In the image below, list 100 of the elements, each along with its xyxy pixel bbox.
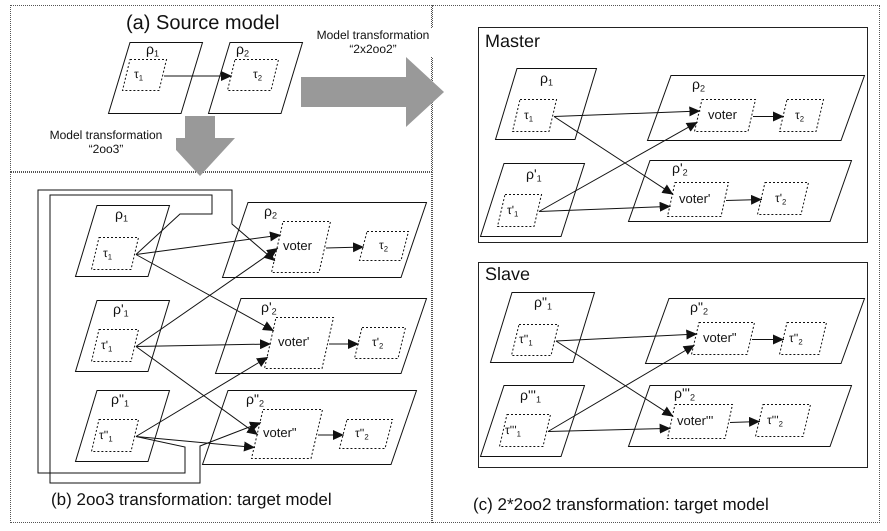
arrow: [538, 122, 698, 212]
node-label: voter": [703, 331, 737, 346]
task-parallelogram: [667, 182, 729, 217]
resource-parallelogram: [647, 75, 865, 141]
resource-parallelogram: [495, 68, 597, 140]
task-parallelogram: [122, 59, 167, 91]
node-label: ρ"$_{2}$: [246, 392, 264, 408]
resource-parallelogram: [645, 298, 865, 364]
task-parallelogram: [359, 231, 409, 261]
task-parallelogram: [251, 409, 323, 459]
node-label: τ''$_{2}$: [355, 427, 369, 440]
arrow: [556, 330, 698, 342]
node-label: ρ$_{2}$: [236, 42, 250, 58]
arrow: [538, 202, 672, 212]
resource-parallelogram: [108, 42, 203, 114]
node-label: ρ'$_{2}$: [261, 300, 277, 316]
node-label: τ'$_{1}$: [101, 339, 112, 352]
resource-parallelogram: [480, 163, 585, 237]
arrow: [752, 112, 784, 122]
node-label: ρ'$_{2}$: [672, 161, 688, 176]
resource-parallelogram: [628, 385, 852, 447]
arrow: [38, 190, 276, 474]
task-parallelogram: [511, 324, 559, 356]
task-parallelogram: [339, 419, 393, 449]
node-label: ρ$_{1}$: [146, 42, 160, 58]
task-parallelogram: [91, 329, 139, 362]
task-parallelogram: [667, 404, 733, 439]
task-parallelogram: [264, 317, 334, 369]
node-label: voter': [278, 335, 310, 350]
resource-parallelogram: [480, 385, 585, 457]
node-label: τ'''$_{1}$: [505, 424, 521, 438]
arrow: [326, 242, 364, 252]
task-parallelogram: [779, 99, 824, 132]
task-parallelogram: [691, 322, 755, 355]
group-frame: [478, 27, 868, 243]
node-label: ρ$_{1}$: [115, 207, 128, 222]
node-label: ρ"$_{2}$: [690, 300, 708, 316]
node-label: ρ$_{2}$: [264, 204, 278, 220]
node-label: (a) Source model: [126, 12, 280, 34]
node-label: τ$_{2}$: [379, 239, 388, 252]
arrow: [548, 424, 672, 434]
task-parallelogram: [512, 99, 557, 132]
task-parallelogram: [779, 322, 827, 355]
node-label: τ'''$_{2}$: [767, 414, 783, 428]
arrow: [554, 116, 674, 196]
task-parallelogram: [271, 221, 331, 273]
arrow: [726, 194, 762, 205]
task-parallelogram: [497, 194, 542, 227]
node-label: τ'$_{2}$: [372, 336, 384, 350]
node-label: ρ'$_{1}$: [113, 302, 129, 318]
node-label: ρ'''$_{2}$: [674, 386, 696, 402]
arrow: [136, 248, 278, 347]
transformation-arrow: [301, 57, 444, 127]
node-label: τ''$_{1}$: [99, 429, 113, 442]
arrow: [556, 340, 674, 418]
node-label: τ''$_{2}$: [789, 332, 803, 346]
arrow: [136, 436, 256, 452]
node-label: voter': [679, 192, 710, 206]
node-label: voter": [263, 426, 297, 440]
task-parallelogram: [91, 237, 139, 270]
arrow: [752, 334, 784, 344]
node-label: ρ$_{2}$: [692, 77, 706, 92]
task-parallelogram: [694, 99, 756, 132]
node-label: (b) 2oo3 transformation: target model: [51, 491, 332, 510]
arrow: [730, 416, 760, 427]
task-parallelogram: [227, 59, 279, 91]
node-label: (c) 2*2oo2 transformation: target model: [473, 496, 769, 515]
node-label: τ$_{1}$: [134, 68, 144, 82]
arrow: [554, 106, 701, 117]
arrow: [136, 232, 282, 255]
resource-parallelogram: [202, 390, 417, 465]
node-label: τ'$_{1}$: [507, 204, 518, 218]
resource-parallelogram: [628, 160, 852, 222]
task-parallelogram: [91, 419, 139, 452]
task-parallelogram: [755, 404, 811, 437]
node-label: τ$_{1}$: [103, 247, 112, 260]
node-label: τ''$_{1}$: [519, 333, 533, 346]
task-parallelogram: [757, 182, 809, 215]
arrow: [548, 344, 696, 432]
resource-parallelogram: [490, 292, 595, 363]
node-label: ρ"$_{1}$: [534, 295, 552, 310]
node-label: Slave: [485, 265, 530, 285]
node-label: τ$_{2}$: [795, 109, 804, 122]
resource-parallelogram: [75, 300, 170, 372]
arrow: [136, 356, 268, 437]
resource-parallelogram: [222, 202, 427, 278]
panel: [10, 172, 432, 523]
group-frame: [478, 262, 868, 468]
resource-parallelogram: [208, 42, 303, 114]
node-label: τ$_{2}$: [253, 68, 262, 82]
arrow: [328, 339, 360, 349]
node-label: voter''': [677, 414, 714, 428]
node-label: Master: [485, 32, 540, 52]
node-label: τ$_{1}$: [524, 109, 534, 122]
node-label: ρ'$_{1}$: [526, 167, 542, 182]
panel: [432, 5, 880, 523]
arrow: [164, 71, 232, 81]
arrow: [136, 254, 274, 332]
arrow: [136, 339, 272, 350]
node-label: voter: [283, 239, 312, 254]
